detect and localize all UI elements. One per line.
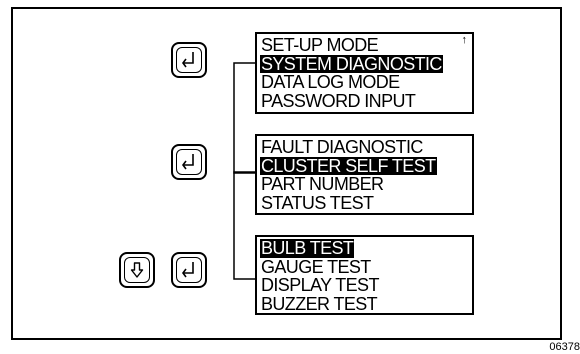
menu-item-display-test: DISPLAY TEST [261, 275, 379, 295]
down-arrow-key-icon [130, 262, 144, 278]
menu-item-data-log-mode: DATA LOG MODE [261, 72, 400, 92]
diagram-frame [11, 7, 562, 340]
menu-item-part-number: PART NUMBER [261, 174, 384, 194]
menu-item-fault-diagnostic: FAULT DIAGNOSTIC [261, 137, 423, 157]
menu-item-buzzer-test: BUZZER TEST [261, 293, 378, 314]
scroll-up-indicator-icon: ↑ [461, 34, 468, 46]
menu-item-cluster-self-test: CLUSTER SELF TEST [260, 155, 437, 176]
enter-key-icon [182, 154, 194, 170]
menu-item-status-test: STATUS TEST [261, 192, 374, 213]
menu-item-password-input: PASSWORD INPUT [261, 90, 416, 111]
menu-item-gauge-test: GAUGE TEST [261, 256, 371, 277]
down-arrow-button[interactable] [119, 252, 155, 288]
display-screen-main-menu: ↑ SET-UP MODE SYSTEM DIAGNOSTIC DATA LOG… [255, 32, 474, 114]
enter-button[interactable] [171, 144, 207, 180]
menu-item-system-diagnostic: SYSTEM DIAGNOSTIC [260, 53, 443, 74]
enter-key-icon [182, 52, 194, 68]
display-screen-cluster-self-test: BULB TEST GAUGE TEST DISPLAY TEST BUZZER… [255, 235, 474, 315]
enter-key-icon [182, 262, 194, 278]
enter-button[interactable] [171, 252, 207, 288]
menu-item-set-up-mode: SET-UP MODE [261, 35, 379, 55]
figure-code: 06378 [549, 341, 580, 353]
enter-button[interactable] [171, 42, 207, 78]
display-screen-system-diagnostic: FAULT DIAGNOSTIC CLUSTER SELF TEST PART … [255, 134, 474, 215]
menu-item-bulb-test: BULB TEST [260, 238, 355, 258]
